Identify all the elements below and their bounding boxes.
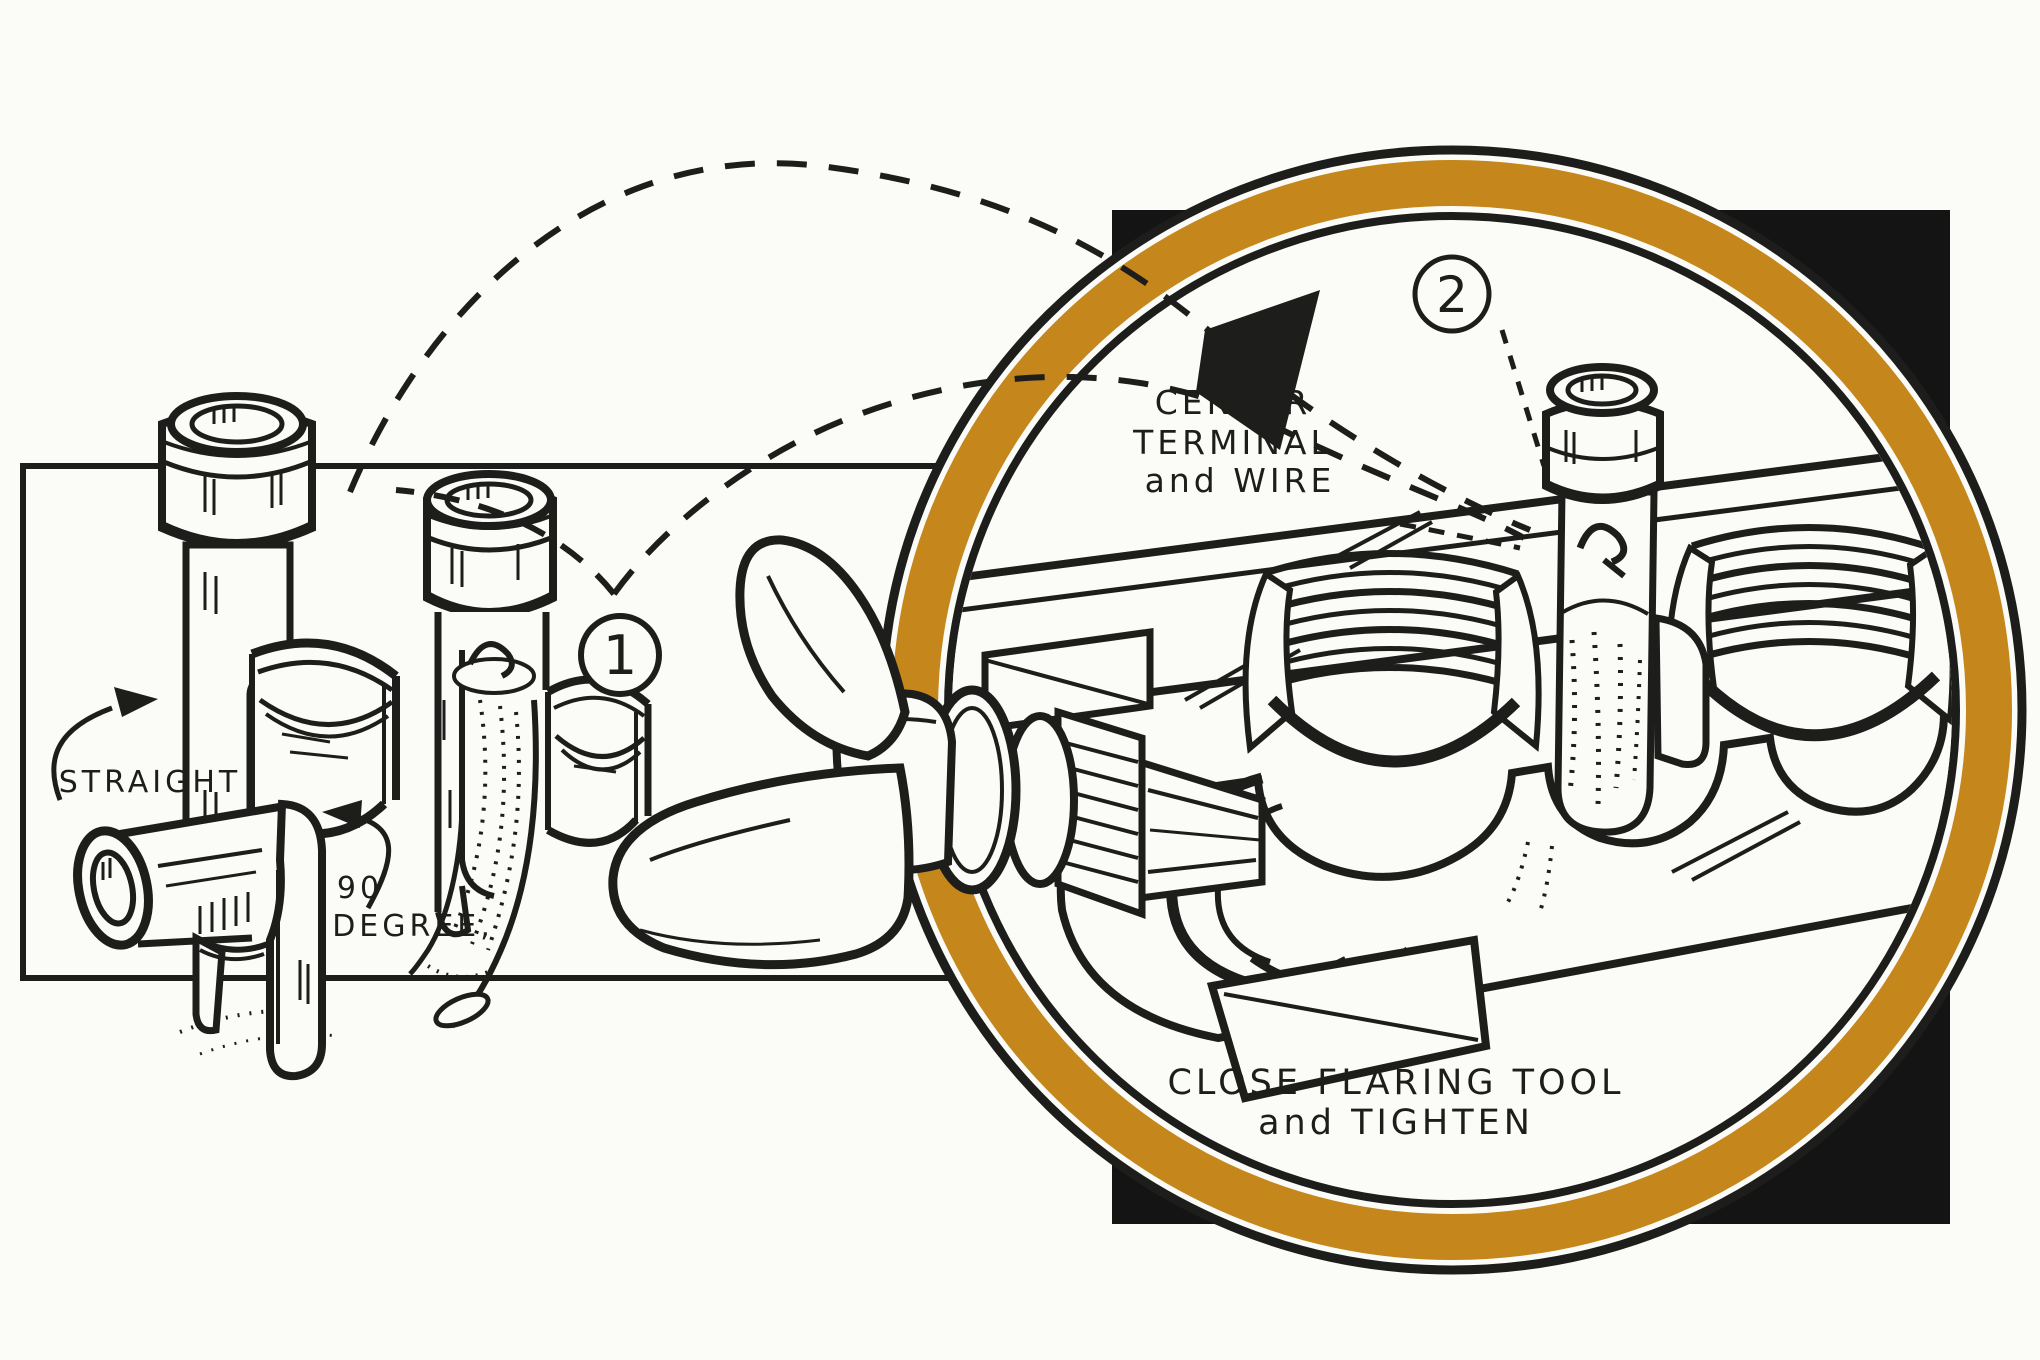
close-tool-label-line2: and TIGHTEN xyxy=(1258,1103,1534,1143)
degree-label-line2: DEGREE, xyxy=(332,909,494,944)
center-wire-label-line1: CENTER xyxy=(1155,383,1312,422)
degree-label-line1: 90 xyxy=(337,871,383,906)
dashed-arc-upper xyxy=(347,160,1532,533)
magnified-terminal-and-wire xyxy=(1506,363,1710,913)
wing-nut-upper-blade xyxy=(735,535,910,761)
step1-number: 1 xyxy=(603,624,637,687)
wing-nut-assembly xyxy=(608,535,1266,970)
straight-terminal-drawing xyxy=(158,392,400,878)
wire-stipple-texture xyxy=(179,699,521,1056)
degree-label-arrow xyxy=(322,800,391,910)
close-tool-label-line1: CLOSE FLARING TOOL xyxy=(1167,1063,1624,1103)
straight-label: STRAIGHT xyxy=(59,765,242,800)
step2-number: 2 xyxy=(1436,266,1468,324)
center-wire-label-line2: TERMINAL xyxy=(1132,423,1333,462)
straight-label-arrow xyxy=(51,687,158,801)
dashed-guide-arcs xyxy=(347,160,1547,596)
dashed-arc-to-step1 xyxy=(395,487,617,596)
ninety-degree-terminal-drawing xyxy=(73,799,326,1081)
wing-nut-lower-blade xyxy=(608,763,914,970)
terminal-with-wire-drawing xyxy=(179,470,652,1056)
center-wire-label-line3: and WIRE xyxy=(1145,461,1336,500)
step1-badge: 1 xyxy=(578,613,662,697)
step2-badge: 2 xyxy=(1412,254,1492,334)
ribbed-clamp-left xyxy=(1242,550,1542,768)
magnified-wire-stipple xyxy=(1506,631,1642,913)
